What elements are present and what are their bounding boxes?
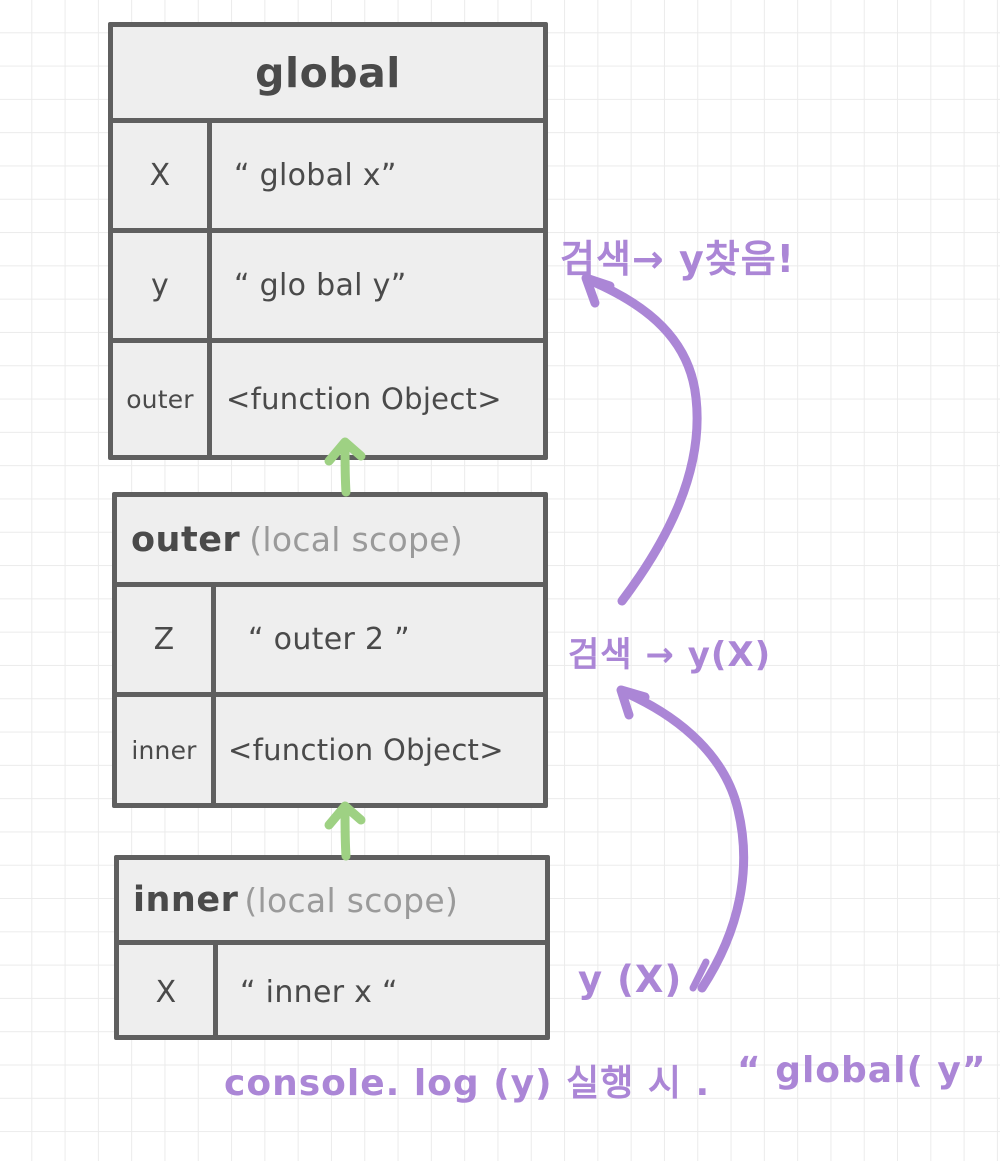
scope-box-inner: inner (local scope) X “ inner x “ [114, 855, 550, 1040]
scope-subtitle-inner: (local scope) [244, 880, 459, 920]
table-row: X “ inner x “ [119, 945, 545, 1040]
annotation-tick-mark [689, 958, 710, 992]
table-row: X “ global x” [113, 123, 543, 233]
annotation-search-found-y: 검색→ y찾음! [560, 237, 796, 281]
variable-name-cell: Z [117, 587, 216, 692]
variable-name-cell: inner [117, 697, 216, 803]
variable-value-cell: “ global x” [234, 158, 397, 193]
table-row: inner <function Object> [117, 697, 543, 803]
scope-header-global: global [113, 27, 543, 123]
variable-name-cell: X [119, 945, 218, 1040]
variable-name-cell: y [113, 233, 212, 338]
scope-box-outer: outer (local scope) Z “ outer 2 ” inner … [112, 492, 548, 808]
scope-header-inner: inner (local scope) [119, 860, 545, 945]
variable-value-cell: <function Object> [228, 733, 504, 767]
variable-name-cell: outer [113, 343, 212, 455]
annotation-caption: console. log (y) 실행 시 . [224, 1063, 711, 1104]
annotation-search-y-missing-outer: 검색 → y(X) [568, 635, 772, 675]
scope-title-global: global [255, 48, 401, 97]
scope-box-global: global X “ global x” y “ glo bal y” oute… [108, 22, 548, 460]
variable-value-cell: <function Object> [226, 382, 502, 416]
scope-title-inner: inner [133, 880, 239, 920]
table-row: y “ glo bal y” [113, 233, 543, 343]
variable-value-cell: “ inner x “ [240, 975, 398, 1010]
annotation-caption-result: “ global( y” [737, 1050, 987, 1091]
variable-value-cell: “ outer 2 ” [248, 622, 411, 657]
arrow-lookup-inner-to-outer [616, 685, 749, 993]
arrow-inner-to-outer-link [324, 801, 366, 861]
arrow-lookup-outer-to-global [581, 273, 702, 606]
annotation-y-missing-inner: y (X) [578, 958, 683, 1001]
table-row: Z “ outer 2 ” [117, 587, 543, 697]
variable-name-cell: X [113, 123, 212, 228]
scope-subtitle-outer: (local scope) [249, 520, 464, 559]
table-row: outer <function Object> [113, 343, 543, 455]
scope-title-outer: outer [131, 519, 241, 560]
scope-header-outer: outer (local scope) [117, 497, 543, 587]
variable-value-cell: “ glo bal y” [234, 268, 407, 303]
